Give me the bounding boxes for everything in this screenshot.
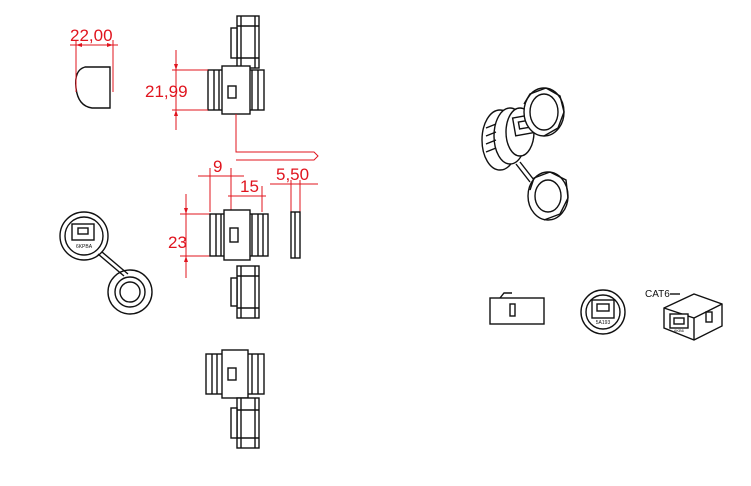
connector-side-view-middle: 9 15 5,50 23 [168,157,318,319]
panel-cutout-icon [489,292,545,325]
flange-height-dimension: 23 [168,233,187,252]
rj45-front-label: 5A193 [596,320,611,326]
thread-height-dimension: 21,99 [145,82,188,101]
connector-3d-render [481,87,569,221]
cat6-coupler-icon: CAT6 6KB6 [645,289,723,341]
connector-side-view-bottom [205,349,265,449]
dust-cap-front-view [107,269,153,315]
gasket-thickness-dimension: 5,50 [276,165,309,184]
rj45-front-view: 6KPBA [59,211,109,261]
nut-width-dimension: 9 [213,157,222,176]
body-length-dimension: 15 [240,177,259,196]
connector-side-view-top: 21,99 [145,15,319,161]
coupler-face-label: 6KB6 [674,328,685,333]
dust-cap-side-view: 22,00 [70,26,118,109]
rj45-jack-front-icon: 5A193 [580,289,626,335]
cat6-label: CAT6 [645,289,670,300]
rj45-face-label: 6KPBA [76,244,93,250]
cap-diameter-dimension: 22,00 [70,26,113,45]
